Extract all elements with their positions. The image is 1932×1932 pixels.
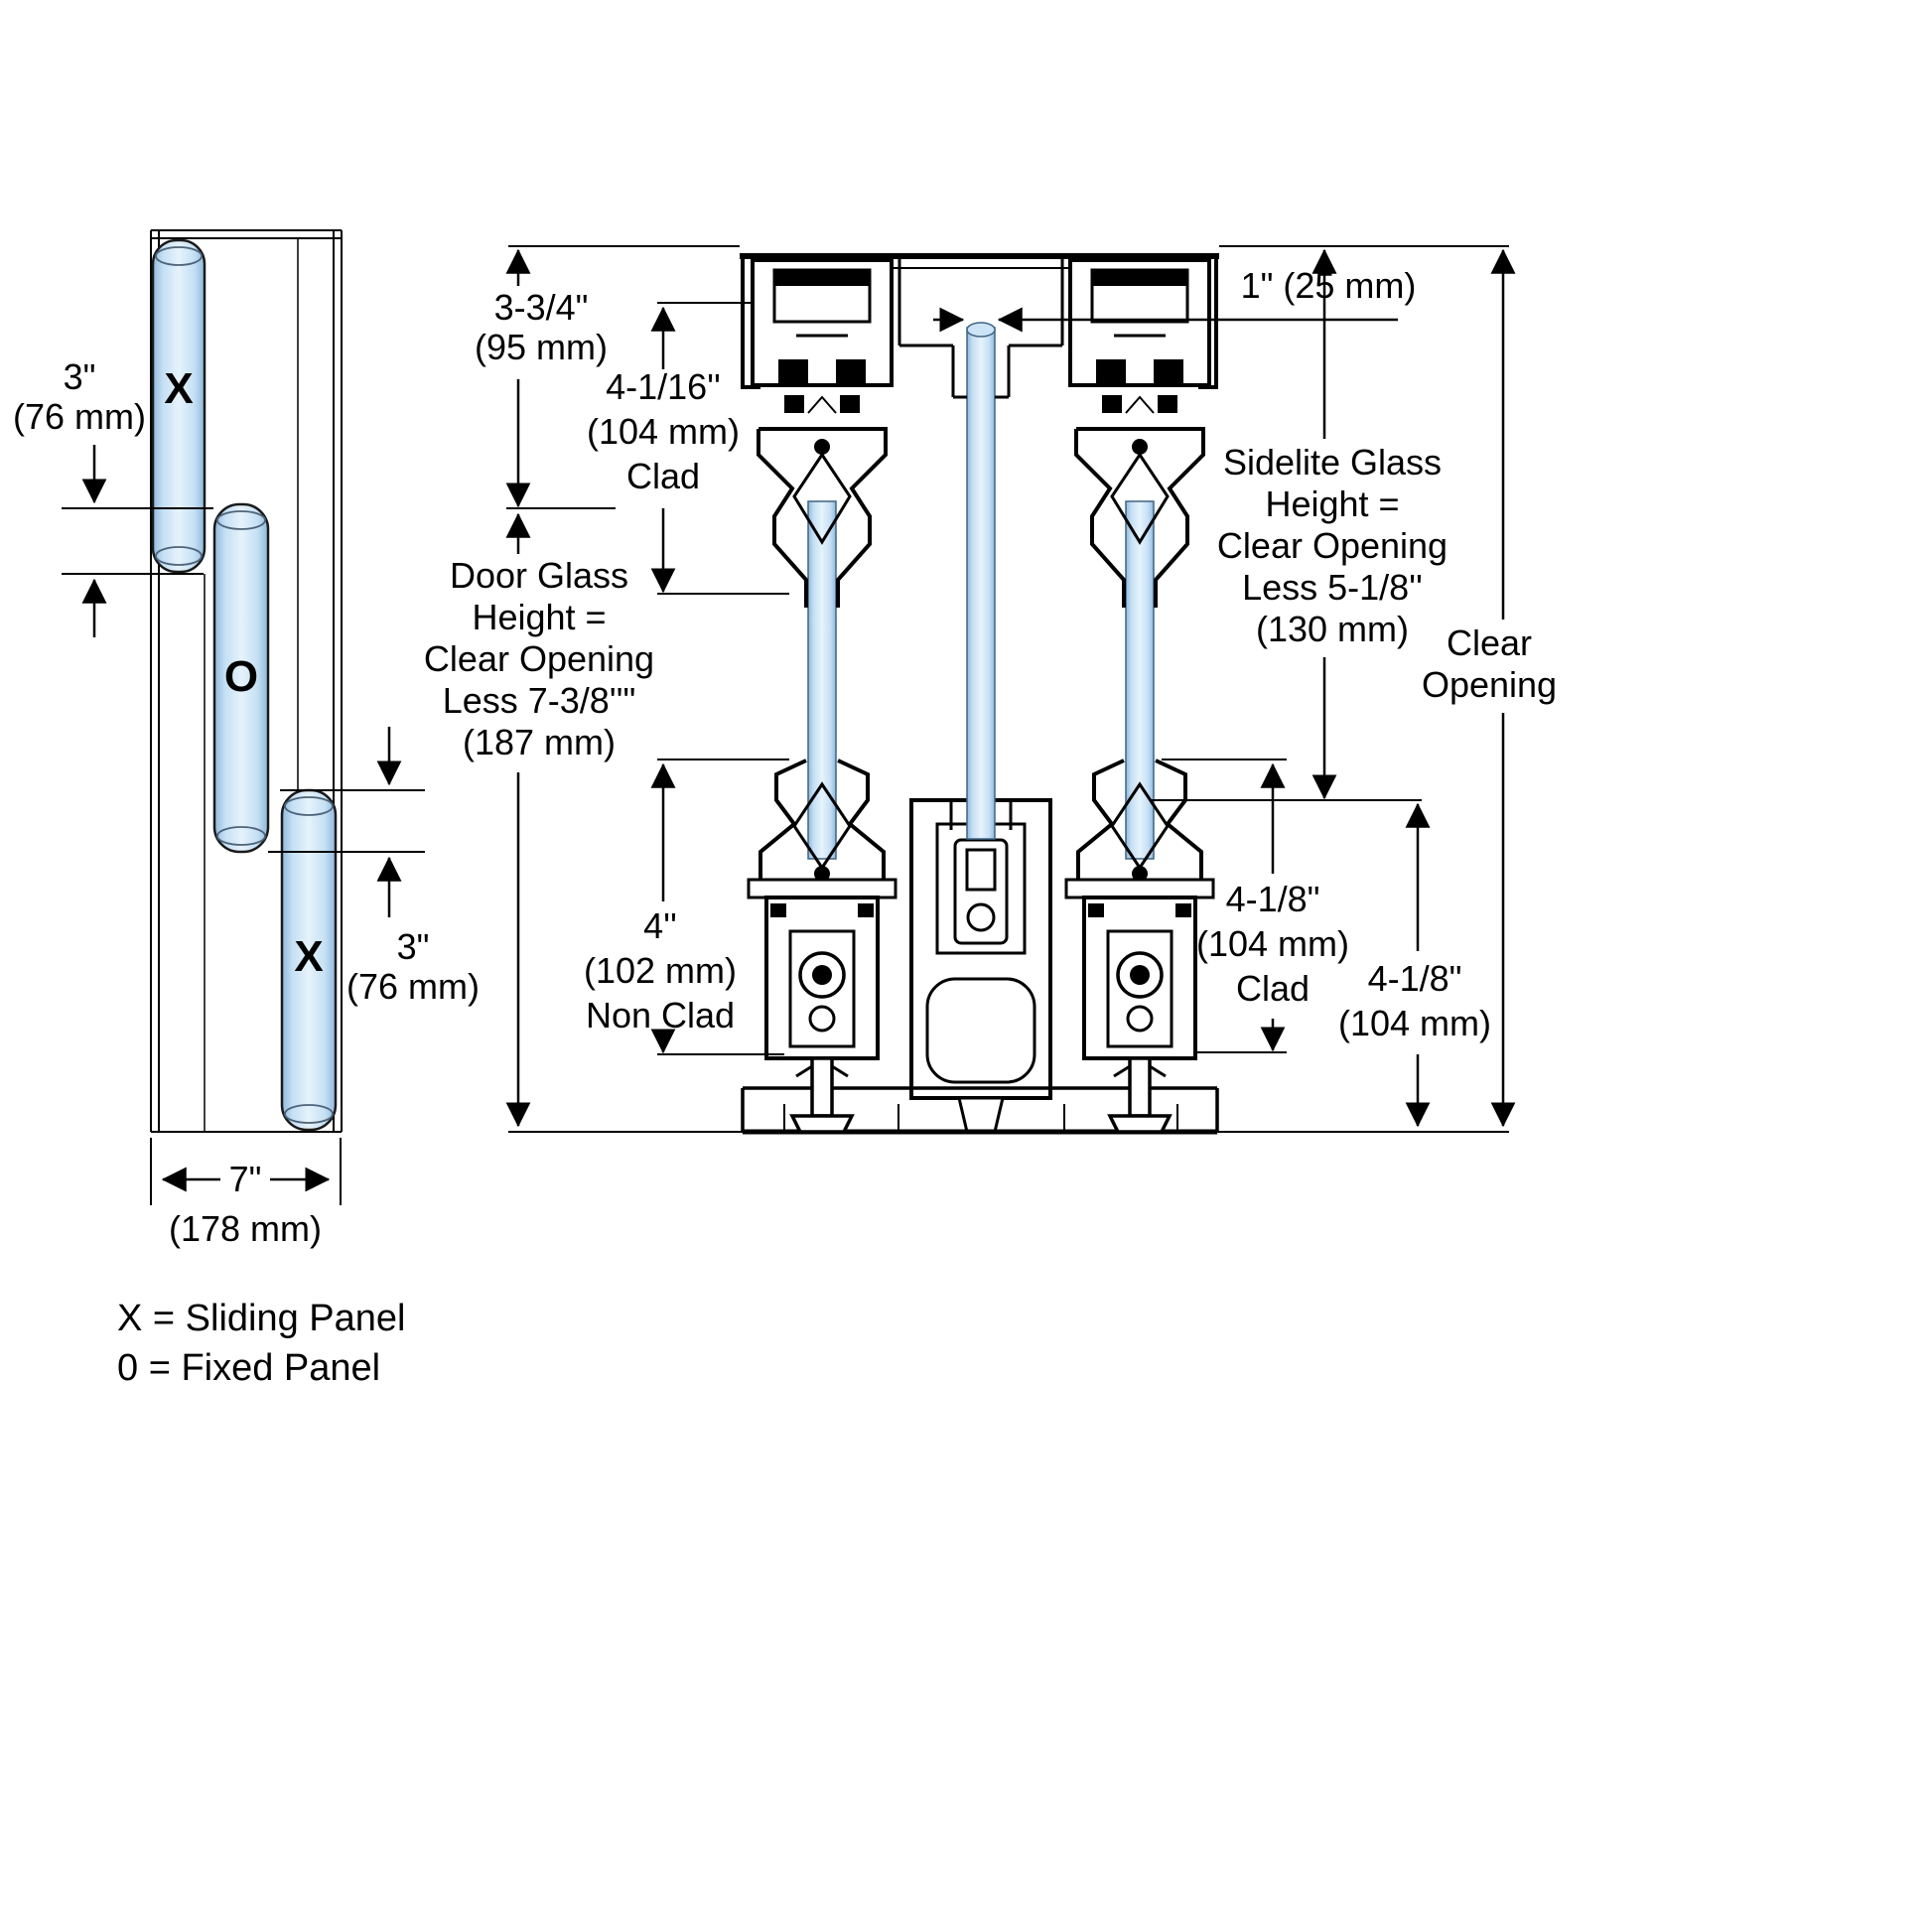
dim-clad-top-value: 4-1/16'' xyxy=(606,366,721,407)
dim-width-metric: (178 mm) xyxy=(169,1208,322,1249)
center-track-roller xyxy=(965,848,997,932)
dim-bottom-overlap: 3" (76 mm) xyxy=(268,727,480,1007)
dim-top-overlap-metric: (76 mm) xyxy=(13,396,146,437)
dim-header-height: 3-3/4" (95 mm) xyxy=(475,248,608,508)
dim-non-clad: 4'' (102 mm) Non Clad xyxy=(584,762,737,1054)
panel-middle-label: O xyxy=(224,652,258,701)
dim-sidelite-l4: Less 5-1/8'' xyxy=(1242,567,1423,608)
dim-door-glass-l4: Less 7-3/8''" xyxy=(443,680,636,721)
panel-top-label: X xyxy=(164,364,193,413)
dim-glass-thickness-value: 1" (25 mm) xyxy=(1241,265,1417,306)
dim-clad-top: 4-1/16'' (104 mm) Clad xyxy=(587,306,740,594)
extension-lines xyxy=(506,245,1509,1133)
dim-bottom-overlap-value: 3" xyxy=(397,926,430,967)
dim-sill-metric: (104 mm) xyxy=(1338,1003,1491,1043)
dim-sidelite-glass: Sidelite Glass Height = Clear Opening Le… xyxy=(1217,248,1448,800)
sidelite-glass-center xyxy=(966,327,996,840)
glass-panes xyxy=(807,322,1155,860)
dim-sidelite-l1: Sidelite Glass xyxy=(1223,442,1442,483)
dim-door-glass-l5: (187 mm) xyxy=(463,722,616,762)
dim-non-clad-note: Non Clad xyxy=(586,995,735,1035)
dim-clear-opening: Clear Opening xyxy=(1422,248,1557,1128)
panel-sliding-bottom: X xyxy=(280,788,338,1132)
dim-top-overlap: 3" (76 mm) xyxy=(13,356,213,637)
dim-sill-value: 4-1/8" xyxy=(1368,958,1462,999)
dim-clad-bottom-value: 4-1/8" xyxy=(1226,879,1320,919)
dim-clad-top-metric: (104 mm) xyxy=(587,411,740,452)
dim-clad-bottom-note: Clad xyxy=(1236,968,1310,1009)
dim-sidelite-l2: Height = xyxy=(1265,483,1399,524)
panel-bottom-label: X xyxy=(294,932,323,981)
panel-sliding-top: X xyxy=(151,238,207,574)
dim-clear-opening-l2: Opening xyxy=(1422,664,1557,705)
dim-sidelite-l5: (130 mm) xyxy=(1256,609,1409,649)
dim-header-height-value: 3-3/4" xyxy=(494,287,589,328)
dim-sill-height: 4-1/8" (104 mm) xyxy=(1338,802,1491,1128)
legend: X = Sliding Panel 0 = Fixed Panel xyxy=(117,1298,405,1389)
dim-top-overlap-value: 3" xyxy=(64,356,96,397)
dim-door-glass: Door Glass Height = Clear Opening Less 7… xyxy=(424,512,654,1128)
dim-door-glass-l1: Door Glass xyxy=(450,555,628,596)
dim-header-height-metric: (95 mm) xyxy=(475,327,608,367)
legend-fixed: 0 = Fixed Panel xyxy=(117,1347,380,1389)
dim-clear-opening-l1: Clear xyxy=(1447,622,1532,663)
door-glass-right xyxy=(1125,500,1155,860)
dim-bottom-overlap-metric: (76 mm) xyxy=(346,966,480,1007)
dim-clad-bottom: 4-1/8" (104 mm) Clad xyxy=(1196,762,1349,1052)
dim-door-glass-l3: Clear Opening xyxy=(424,638,654,679)
dim-non-clad-value: 4'' xyxy=(643,905,677,946)
dim-door-glass-l2: Height = xyxy=(472,597,606,637)
panel-fixed-middle: O xyxy=(212,502,270,854)
plan-view: X O X 3" (76 mm) 3" (76 mm) xyxy=(13,229,480,1389)
dim-non-clad-metric: (102 mm) xyxy=(584,950,737,991)
door-glass-left xyxy=(807,500,837,860)
dim-sidelite-l3: Clear Opening xyxy=(1217,525,1448,566)
dim-clad-bottom-metric: (104 mm) xyxy=(1196,923,1349,964)
legend-sliding: X = Sliding Panel xyxy=(117,1298,405,1339)
dim-clad-top-note: Clad xyxy=(626,456,700,496)
dim-frame-width: 7" (178 mm) xyxy=(150,1138,342,1249)
dim-width-value: 7" xyxy=(229,1159,262,1199)
frame-jamb xyxy=(150,229,343,1133)
section-view: 3-3/4" (95 mm) 4-1/16'' (104 mm) Clad 1"… xyxy=(424,245,1557,1135)
